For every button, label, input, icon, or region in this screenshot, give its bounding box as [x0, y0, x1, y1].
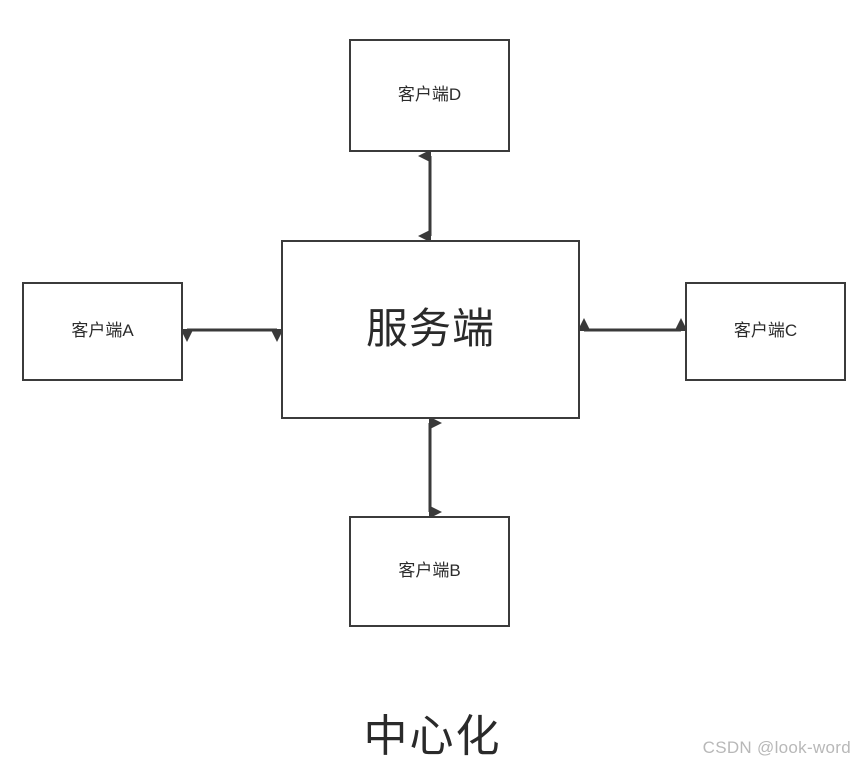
watermark-text: CSDN @look-word [702, 738, 851, 757]
node-client-b-label: 客户端B [398, 561, 461, 581]
node-client-a-label: 客户端A [71, 321, 134, 341]
node-client-d[interactable]: 客户端D [349, 39, 510, 152]
node-server-label: 服务端 [365, 305, 495, 353]
diagram-caption: 中心化 [363, 712, 502, 761]
node-client-c-label: 客户端C [733, 321, 798, 341]
node-server[interactable]: 服务端 [281, 240, 580, 419]
node-client-a[interactable]: 客户端A [22, 282, 183, 381]
node-client-d-label: 客户端D [397, 85, 462, 105]
node-client-c[interactable]: 客户端C [685, 282, 846, 381]
node-client-b[interactable]: 客户端B [349, 516, 510, 627]
